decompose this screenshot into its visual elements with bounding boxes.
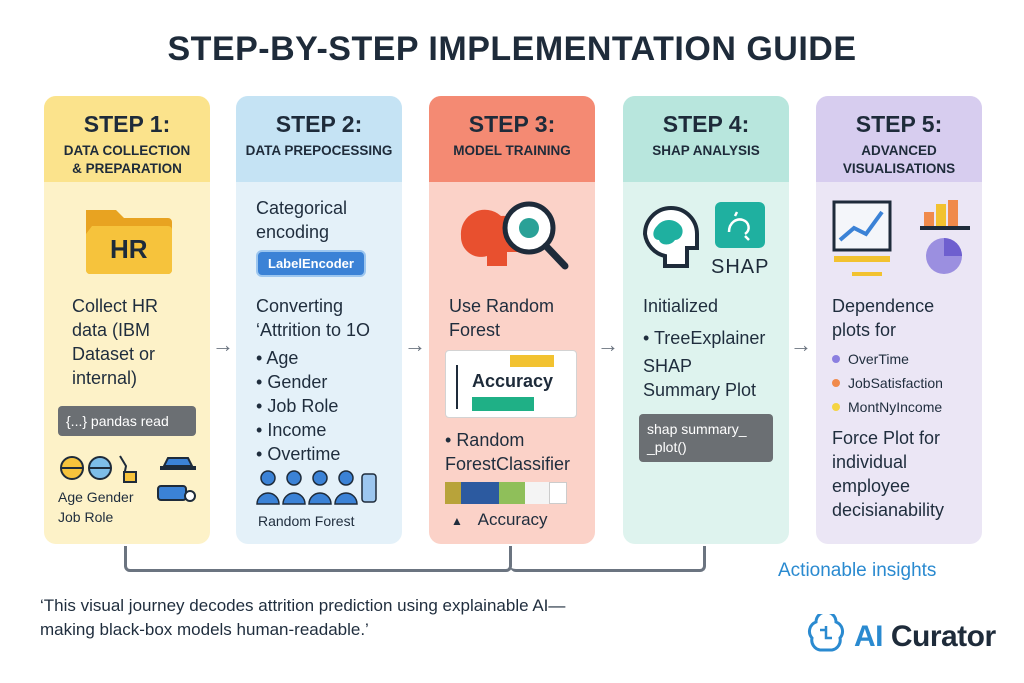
legend-item: JobSatisfaction <box>832 374 943 392</box>
force-plot-text: Force Plot for individual employee decis… <box>832 428 945 520</box>
arrow-right-icon: → <box>597 332 619 357</box>
folder-icon: HR <box>82 200 174 283</box>
flow-bracket-left <box>124 546 512 572</box>
step-3-number: STEP 3: <box>468 111 556 137</box>
accuracy-bar-top <box>510 355 554 367</box>
brand-logo: AI Curator <box>806 610 996 659</box>
shap-label: SHAP <box>711 256 770 278</box>
brand-name: AI Curator <box>854 619 996 653</box>
step-1-header: STEP 1: DATA COLLECTION & PREPARATION <box>44 96 210 182</box>
circle-icon <box>832 355 840 363</box>
step-5-header: STEP 5: ADVANCED VISUALISATIONS <box>816 96 982 182</box>
list-item: • Gender <box>256 372 328 392</box>
list-item: • Age <box>256 348 299 368</box>
visualisation-icons <box>832 200 972 285</box>
person-icons-label-2: Job Role <box>58 509 114 525</box>
step-5-card: STEP 5: ADVANCED VISUALISATIONS Dependen… <box>816 96 982 544</box>
arrow-right-icon: → <box>404 332 426 357</box>
circle-icon <box>832 403 840 411</box>
step-5-description: Dependence plots for <box>832 296 935 340</box>
step-5-number: STEP 5: <box>855 111 943 137</box>
step-3-description: Use Random Forest <box>449 296 555 340</box>
color-scale-bar <box>445 482 567 504</box>
step-3-header: STEP 3: MODEL TRAINING <box>429 96 595 182</box>
step-2-header: STEP 2: DATA PREPOCESSING <box>236 96 402 182</box>
accuracy-label: Accuracy <box>472 371 554 391</box>
list-item: • Overtime <box>256 444 341 464</box>
step-1-number: STEP 1: <box>83 111 171 137</box>
folder-label: HR <box>110 234 148 264</box>
step-2-description: Categorical encoding <box>256 198 348 242</box>
step-2-name: DATA PREPOCESSING <box>245 143 393 158</box>
pandas-code-snippet: {...} pandas read <box>58 406 196 436</box>
arrow-right-icon: → <box>790 332 812 357</box>
explainer-text: • TreeExplainer <box>643 328 766 348</box>
step-4-description: Initialized <box>643 296 719 316</box>
feature-legend: OverTime JobSatisfaction MontNyIncome <box>832 350 943 416</box>
step-1-description: Collect HR data (IBM Dataset or internal… <box>72 296 159 388</box>
actionable-insights-label: Actionable insights <box>778 560 937 581</box>
classifier-text: • Random ForestClassifier <box>445 430 571 474</box>
step-4-name: SHAP ANALYSIS <box>652 143 760 158</box>
triangle-up-icon: ▲ <box>451 514 463 528</box>
person-icons-label-1: Age Gender <box>58 489 134 505</box>
step-3-footer: ▲ Accuracy <box>451 510 548 529</box>
brain-circuit-icon <box>806 610 846 659</box>
step-5-name: ADVANCED VISUALISATIONS <box>842 143 956 176</box>
flow-bracket-right <box>510 546 706 572</box>
step-2-number: STEP 2: <box>275 111 363 137</box>
list-item: • Job Role <box>256 396 339 416</box>
brain-magnifier-icon <box>451 196 575 281</box>
brain-head-icon <box>637 200 703 281</box>
person-icons <box>58 452 208 507</box>
feature-list: • Age • Gender • Job Role • Income • Ove… <box>256 346 340 466</box>
label-encoder-badge: LabelEncoder <box>256 250 366 277</box>
page-title: STEP-BY-STEP IMPLEMENTATION GUIDE <box>167 30 857 68</box>
step-3-card: STEP 3: MODEL TRAINING Use Random Forest… <box>429 96 595 544</box>
step-1-name: DATA COLLECTION & PREPARATION <box>63 143 191 176</box>
caption: ‘This visual journey decodes attrition p… <box>40 596 566 639</box>
conversion-text: Converting ‘Attrition to 1O <box>256 296 371 340</box>
step-2-card: STEP 2: DATA PREPOCESSING Categorical en… <box>236 96 402 544</box>
list-item: • Income <box>256 420 327 440</box>
shap-logo-icon <box>715 202 765 248</box>
arrow-right-icon: → <box>212 332 234 357</box>
step-2-footer: Random Forest <box>258 513 355 529</box>
summary-plot-text: SHAP Summary Plot <box>643 356 757 400</box>
step-3-name: MODEL TRAINING <box>453 143 571 158</box>
circle-icon <box>832 379 840 387</box>
people-group-icon <box>256 468 380 513</box>
step-1-card: STEP 1: DATA COLLECTION & PREPARATION HR… <box>44 96 210 544</box>
accuracy-bar-bottom <box>472 397 534 411</box>
shap-code-snippet: shap summary_ _plot() <box>639 414 773 462</box>
step-4-number: STEP 4: <box>662 111 750 137</box>
step-4-header: STEP 4: SHAP ANALYSIS <box>623 96 789 182</box>
legend-item: MontNyIncome <box>832 398 943 416</box>
accuracy-chart: Accuracy <box>445 350 577 418</box>
step-4-card: STEP 4: SHAP ANALYSIS SHAP Initialized •… <box>623 96 789 544</box>
legend-item: OverTime <box>832 350 943 368</box>
